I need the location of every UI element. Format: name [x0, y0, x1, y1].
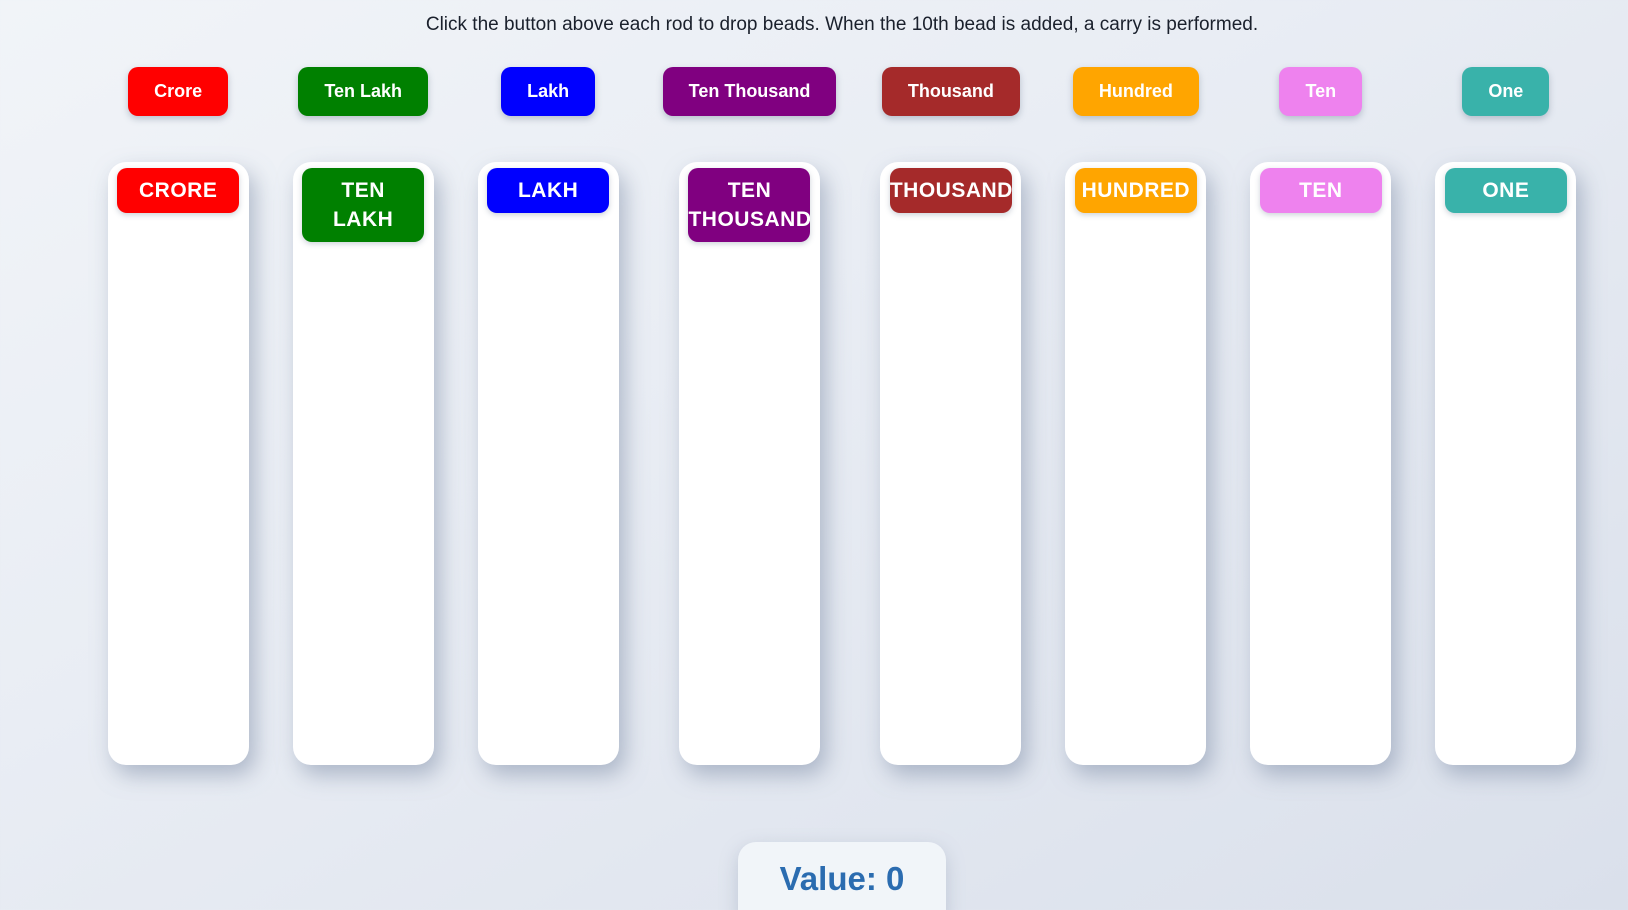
drop-bead-button-thousand[interactable]: Thousand: [881, 67, 1020, 116]
rod-label-ten-lakh: TEN LAKH: [302, 168, 425, 242]
rod-ten-thousand: TEN THOUSAND: [678, 162, 820, 765]
rod-label-crore: CRORE: [117, 168, 240, 213]
rod-hundred: HUNDRED: [1065, 162, 1207, 765]
place-column-one: One ONE: [1435, 67, 1577, 765]
rod-one: ONE: [1435, 162, 1577, 765]
rod-label-lakh: LAKH: [487, 168, 610, 213]
value-label: Value:: [779, 860, 877, 897]
rod-label-thousand: THOUSAND: [889, 168, 1012, 213]
rod-label-one: ONE: [1444, 168, 1567, 213]
rod-label-ten: TEN: [1259, 168, 1382, 213]
place-column-thousand: Thousand THOUSAND: [880, 67, 1022, 765]
rod-crore: CRORE: [107, 162, 249, 765]
rod-columns: Crore CRORE Ten Lakh TEN LAKH Lakh LAKH …: [107, 67, 1577, 765]
drop-bead-button-hundred[interactable]: Hundred: [1072, 67, 1199, 116]
place-column-ten-thousand: Ten Thousand TEN THOUSAND: [662, 67, 837, 765]
instruction-text: Click the button above each rod to drop …: [425, 14, 1259, 35]
drop-bead-button-lakh[interactable]: Lakh: [501, 67, 596, 116]
drop-bead-button-crore[interactable]: Crore: [128, 67, 229, 116]
place-column-ten: Ten TEN: [1250, 67, 1392, 765]
place-column-ten-lakh: Ten Lakh TEN LAKH: [292, 67, 434, 765]
rod-lakh: LAKH: [477, 162, 619, 765]
place-column-lakh: Lakh LAKH: [477, 67, 619, 765]
place-column-hundred: Hundred HUNDRED: [1065, 67, 1207, 765]
abacus-app: Click the button above each rod to drop …: [107, 0, 1577, 910]
value-number: 0: [886, 860, 905, 897]
place-column-crore: Crore CRORE: [107, 67, 249, 765]
rod-label-hundred: HUNDRED: [1074, 168, 1197, 213]
rod-ten: TEN: [1250, 162, 1392, 765]
drop-bead-button-ten-lakh[interactable]: Ten Lakh: [298, 67, 428, 116]
rod-label-ten-thousand: TEN THOUSAND: [688, 168, 811, 242]
drop-bead-button-ten-thousand[interactable]: Ten Thousand: [662, 67, 837, 116]
rod-ten-lakh: TEN LAKH: [292, 162, 434, 765]
drop-bead-button-ten[interactable]: Ten: [1279, 67, 1363, 116]
rod-thousand: THOUSAND: [880, 162, 1022, 765]
value-display: Value: 0: [737, 842, 947, 910]
drop-bead-button-one[interactable]: One: [1462, 67, 1550, 116]
